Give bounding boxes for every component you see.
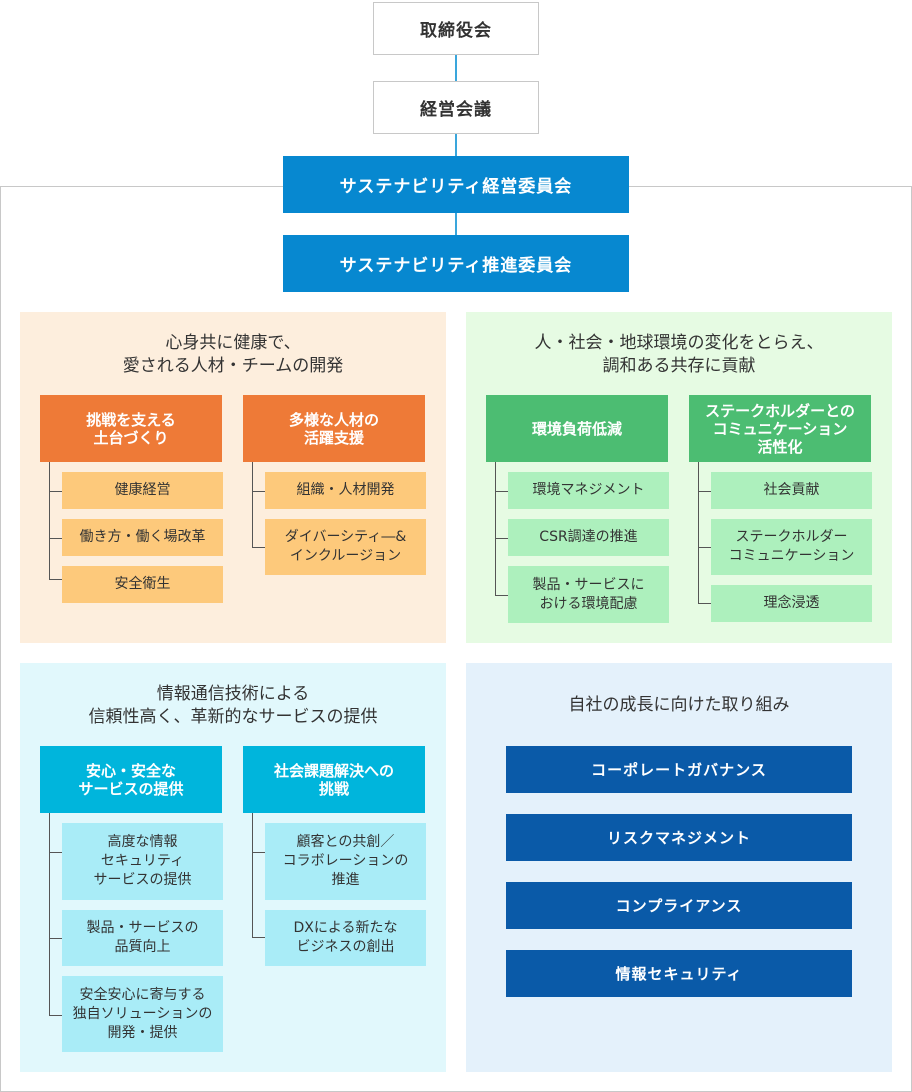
tree-line [49,938,62,939]
sub-item-label: 理念浸透 [763,595,820,611]
sub-item-label: 安全安心に寄与する 独自ソリューションの 開発・提供 [72,986,213,1041]
tree-line [252,462,253,547]
sustainability-management-label: サステナビリティ経営委員会 [339,177,573,197]
quadrant-people-title: 心身共に健康で、 愛される人材・チームの開発 [122,333,344,376]
governance-item: 情報セキュリティ [506,950,852,997]
category-social-challenges-label: 社会課題解決への 挑戦 [273,761,394,798]
sub-item-label: 健康経営 [114,482,171,498]
tree-line [495,595,508,596]
sub-item: DXによる新たな ビジネスの創出 [265,910,426,966]
sub-item: 安全安心に寄与する 独自ソリューションの 開発・提供 [62,976,223,1052]
board-label: 取締役会 [420,21,492,41]
tree-line [49,538,62,539]
category-diversity-label: 多様な人材の 活躍支援 [288,410,379,447]
tree-line [698,462,699,603]
sub-item: 製品・サービスの 品質向上 [62,910,223,966]
quadrant-growth-title: 自社の成長に向けた取り組み [568,695,790,715]
sub-item-label: ステークホルダー コミュニケーション [728,529,855,564]
management-meeting-label: 経営会議 [420,100,492,120]
category-safe-services-label: 安心・安全な サービスの提供 [78,761,184,798]
sub-item-label: 環境マネジメント [532,482,645,498]
sub-item: 高度な情報 セキュリティ サービスの提供 [62,823,223,900]
governance-item: コンプライアンス [506,882,852,929]
sustainability-promotion-label: サステナビリティ推進委員会 [339,256,573,276]
governance-item-label: コーポレートガバナンス [591,761,767,779]
connector-line [455,213,457,235]
sub-item-label: 顧客との共創／ コラボレーションの 推進 [282,834,409,888]
tree-line [252,813,253,937]
sub-item-label: 社会貢献 [763,482,820,498]
sub-item: 安全衛生 [62,566,223,603]
tree-line [495,491,508,492]
governance-item-label: リスクマネジメント [606,829,751,847]
sustainability-management-committee: サステナビリティ経営委員会 [283,156,629,213]
sub-item: 働き方・働く場改革 [62,519,223,556]
category-diversity: 多様な人材の 活躍支援 [243,395,425,462]
connector-line [455,55,457,81]
category-foundation: 挑戦を支える 土台づくり [40,395,222,462]
tree-line [252,937,265,938]
sub-item: 組織・人材開発 [265,472,426,509]
sub-item: 社会貢献 [711,472,872,509]
sub-item: 環境マネジメント [508,472,669,509]
tree-line [495,462,496,595]
sub-item-label: DXによる新たな ビジネスの創出 [293,920,398,955]
tree-line [252,491,265,492]
tree-line [698,491,711,492]
category-environmental-load-label: 環境負荷低減 [531,419,622,438]
category-foundation-label: 挑戦を支える 土台づくり [86,410,176,447]
quadrant-environment-title: 人・社会・地球環境の変化をとらえ、 調和ある共存に貢献 [534,333,824,376]
category-social-challenges: 社会課題解決への 挑戦 [243,746,425,813]
sub-item-label: CSR調達の推進 [539,529,638,545]
governance-item-label: 情報セキュリティ [615,965,743,983]
connector-line [455,134,457,156]
sub-item: ダイバーシティ―& インクルージョン [265,519,426,575]
tree-line [495,538,508,539]
category-stakeholder-communication-label: ステークホルダーとの コミュニケーション 活性化 [705,401,855,456]
sub-item-label: 働き方・働く場改革 [79,529,206,545]
tree-line [698,547,711,548]
sub-item-label: 高度な情報 セキュリティ サービスの提供 [93,834,192,888]
tree-line [252,852,265,853]
sub-item: 理念浸透 [711,585,872,622]
tree-line [49,579,62,580]
management-meeting-box: 経営会議 [373,81,539,134]
category-stakeholder-communication: ステークホルダーとの コミュニケーション 活性化 [689,395,871,462]
tree-line [252,547,265,548]
tree-line [49,491,62,492]
sub-item-label: 安全衛生 [114,576,171,592]
sub-item-label: 製品・サービスに おける環境配慮 [532,576,645,612]
sustainability-promotion-committee: サステナビリティ推進委員会 [283,235,629,292]
sub-item: ステークホルダー コミュニケーション [711,519,872,575]
sub-item: 製品・サービスに おける環境配慮 [508,566,669,623]
category-environmental-load: 環境負荷低減 [486,395,668,462]
sub-item: 健康経営 [62,472,223,509]
category-safe-services: 安心・安全な サービスの提供 [40,746,222,813]
tree-line [49,852,62,853]
sub-item-label: 組織・人材開発 [296,482,395,498]
sub-item-label: ダイバーシティ―& インクルージョン [284,529,407,564]
sub-item: CSR調達の推進 [508,519,669,556]
tree-line [49,1015,62,1016]
governance-item-label: コンプライアンス [615,897,743,915]
board-box: 取締役会 [373,2,539,55]
governance-item: コーポレートガバナンス [506,746,852,793]
sub-item-label: 製品・サービスの 品質向上 [86,920,199,955]
sub-item: 顧客との共創／ コラボレーションの 推進 [265,823,426,900]
tree-line [698,603,711,604]
tree-line [49,813,50,1015]
quadrant-growth [466,663,892,1072]
quadrant-ict-title: 情報通信技術による 信頼性高く、革新的なサービスの提供 [88,684,378,727]
tree-line [49,462,50,579]
governance-item: リスクマネジメント [506,814,852,861]
